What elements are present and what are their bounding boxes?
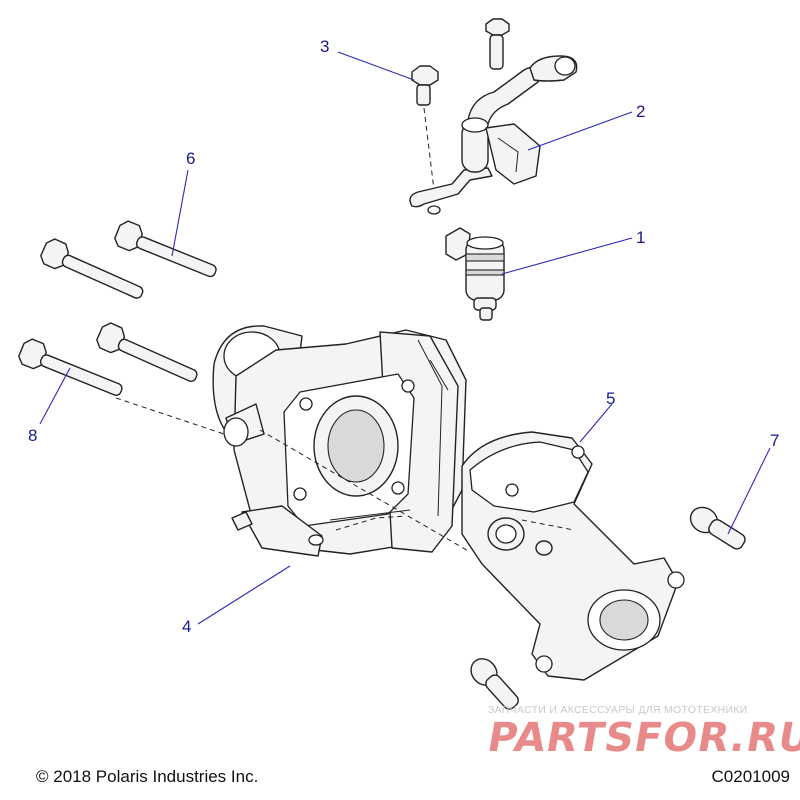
svg-text:3: 3 (320, 37, 329, 56)
callout-5: 5 (579, 389, 615, 443)
part-3-bolt (411, 65, 439, 191)
drawing-code: C0201009 (711, 767, 790, 786)
part-4-throttle-body (212, 325, 471, 557)
svg-text:4: 4 (182, 617, 191, 636)
callout-4: 4 (182, 565, 291, 636)
part-7-screws (470, 506, 746, 710)
fuel-rail-bolt (485, 18, 510, 70)
callout-6: 6 (171, 149, 195, 257)
callout-1: 1 (501, 228, 645, 275)
svg-text:1: 1 (636, 228, 645, 247)
part-5-intake-manifold (461, 431, 685, 681)
callout-2: 2 (527, 102, 645, 151)
watermark-tagline: ЗАПЧАСТИ И АКСЕССУАРЫ ДЛЯ МОТОТЕХНИКИ (488, 704, 748, 716)
watermark: ЗАПЧАСТИ И АКСЕССУАРЫ ДЛЯ МОТОТЕХНИКИ PA… (484, 704, 800, 761)
svg-text:6: 6 (186, 149, 195, 168)
copyright-notice: © 2018 Polaris Industries Inc. (36, 767, 259, 786)
svg-text:7: 7 (770, 431, 779, 450)
callout-3: 3 (320, 37, 415, 81)
part-2-fuel-rail (409, 55, 578, 215)
callout-7: 7 (727, 431, 779, 535)
part-8-bolts (18, 322, 243, 441)
callout-8: 8 (28, 367, 71, 445)
svg-text:2: 2 (636, 102, 645, 121)
watermark-logo: PARTSFOR.RU (483, 715, 800, 761)
part-6-bolts (40, 220, 217, 299)
svg-text:5: 5 (606, 389, 615, 408)
svg-text:8: 8 (28, 426, 37, 445)
part-1-fuel-injector (445, 227, 505, 321)
